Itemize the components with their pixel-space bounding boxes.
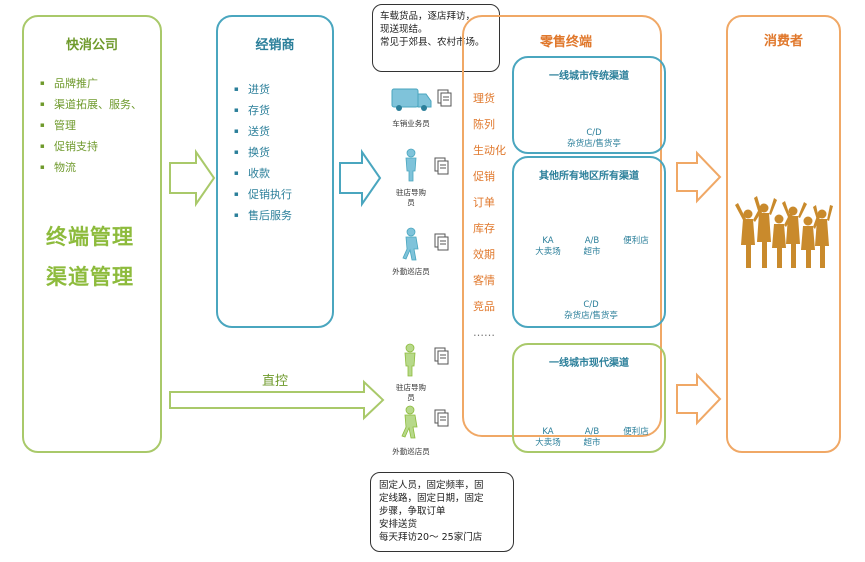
store-class: A/B: [584, 427, 600, 437]
list-item: 客情: [473, 274, 495, 287]
document-icon: [434, 157, 449, 175]
label-line: 驻店导购: [396, 383, 426, 392]
list-item: 管理: [38, 115, 142, 136]
other-regions-title: 其他所有地区所有渠道: [539, 171, 639, 182]
store-ab: A/B 超市: [574, 236, 610, 258]
company-box: 快消公司 品牌推广 渠道拓展、服务、 管理 促销支持 物流 终端管理 渠道管理: [22, 15, 162, 453]
company-list: 品牌推广 渠道拓展、服务、 管理 促销支持 物流: [38, 73, 142, 178]
list-item: 订单: [473, 196, 495, 209]
list-item: 效期: [473, 248, 495, 261]
person-icon: [401, 405, 418, 439]
channel-management-text: 渠道管理: [46, 265, 134, 289]
document-icon: [434, 347, 449, 365]
store-class: KA: [542, 236, 554, 246]
tier1-modern-box: 一线城市现代渠道 KA 大卖场 A/B 超市 便利店: [512, 343, 666, 453]
list-item: ……: [473, 326, 495, 339]
retail-title: 零售终端: [539, 35, 592, 50]
store-ka: KA 大卖场: [528, 427, 568, 449]
list-item: 促销执行: [232, 184, 292, 205]
document-icon: [434, 233, 449, 251]
note-line: 定线路，固定日期，固定: [379, 493, 484, 504]
list-item: 库存: [473, 222, 495, 235]
note-line: 常见于郊县、农村市场。: [380, 37, 485, 48]
label-line: 驻店导购: [396, 188, 426, 197]
consumer-box: 消费者: [726, 15, 841, 453]
store-ab: A/B 超市: [574, 427, 610, 449]
store-type: 便利店: [623, 236, 649, 246]
tier1-modern-title: 一线城市现代渠道: [549, 358, 629, 369]
list-item: 品牌推广: [38, 73, 142, 94]
store-ka: KA 大卖场: [528, 236, 568, 258]
list-item: 渠道拓展、服务、: [38, 94, 142, 115]
person-icon: [402, 227, 419, 261]
field-inspector-label-1: 外勤巡店员: [392, 267, 430, 276]
store-cd: C/D 杂货店/售货亭: [559, 128, 629, 150]
arrow-distributor-to-staff: [339, 148, 382, 208]
arrow-retail-to-consumer-2: [676, 372, 722, 426]
store-type: 杂货店/售货亭: [567, 139, 621, 149]
other-regions-box: 其他所有地区所有渠道 KA 大卖场 A/B 超市 便利店 C/D 杂货店/售货亭: [512, 156, 666, 328]
list-item: 生动化: [473, 144, 506, 157]
document-icon: [437, 89, 452, 107]
note-line: 车载货品，逐店拜访，: [380, 11, 476, 22]
document-icon: [434, 409, 449, 427]
store-class: C/D: [586, 128, 602, 138]
label-line: 员: [407, 393, 415, 402]
store-class: KA: [542, 427, 554, 437]
truck-sales-label: 车销业务员: [392, 119, 430, 128]
person-icon: [404, 343, 416, 377]
store-type: 超市: [583, 438, 601, 448]
arrow-retail-to-consumer-1: [676, 150, 722, 204]
note-line: 固定人员，固定频率，固: [379, 480, 484, 491]
list-item: 理货: [473, 92, 495, 105]
tier1-traditional-box: 一线城市传统渠道 C/D 杂货店/售货亭: [512, 56, 666, 154]
label-line: 员: [407, 198, 415, 207]
store-type: 大卖场: [535, 438, 561, 448]
consumer-title: 消费者: [763, 34, 803, 49]
terminal-management-text: 终端管理: [46, 225, 134, 249]
retail-terminal-box: 零售终端: [462, 15, 662, 437]
retail-activities: 理货 陈列 生动化 促销 订单 库存 效期 客情 竞品 ……: [473, 86, 506, 346]
distributor-box: 经销商 进货 存货 送货 换货 收款 促销执行 售后服务: [216, 15, 334, 328]
store-promoter-label-2: 驻店导购 员: [380, 383, 442, 403]
note-line: 每天拜访20～ 25家门店: [379, 532, 483, 543]
direct-control-label: 直控: [262, 374, 289, 389]
store-convenience: 便利店: [616, 236, 656, 247]
store-type: 超市: [583, 247, 601, 257]
list-item: 售后服务: [232, 205, 292, 226]
list-item: 送货: [232, 121, 292, 142]
store-cd: C/D 杂货店/售货亭: [556, 300, 626, 322]
company-title: 快消公司: [65, 38, 118, 53]
store-convenience: 便利店: [616, 427, 656, 438]
store-type: 大卖场: [535, 247, 561, 257]
list-item: 陈列: [473, 118, 495, 131]
arrow-company-to-distributor: [169, 148, 216, 208]
note-line: 步骤，争取订单: [379, 506, 446, 517]
list-item: 换货: [232, 142, 292, 163]
list-item: 物流: [38, 157, 142, 178]
list-item: 收款: [232, 163, 292, 184]
store-type: 杂货店/售货亭: [564, 311, 618, 321]
store-class: C/D: [583, 300, 599, 310]
field-inspector-note: 固定人员，固定频率，固 定线路，固定日期，固定 步骤，争取订单 安排送货 每天拜…: [370, 472, 514, 552]
store-promoter-label-1: 驻店导购 员: [380, 188, 442, 208]
note-line: 安排送货: [379, 519, 418, 530]
distributor-title: 经销商: [255, 38, 295, 53]
list-item: 竞品: [473, 300, 495, 313]
store-class: A/B: [584, 236, 600, 246]
distributor-list: 进货 存货 送货 换货 收款 促销执行 售后服务: [232, 79, 292, 226]
list-item: 存货: [232, 100, 292, 121]
store-type: 便利店: [623, 427, 649, 437]
tier1-traditional-title: 一线城市传统渠道: [549, 71, 629, 82]
list-item: 促销: [473, 170, 495, 183]
list-item: 进货: [232, 79, 292, 100]
list-item: 促销支持: [38, 136, 142, 157]
field-inspector-label-2: 外勤巡店员: [392, 447, 430, 456]
person-icon: [405, 148, 417, 182]
note-line: 现送现结。: [380, 24, 428, 35]
truck-icon: [391, 88, 432, 111]
